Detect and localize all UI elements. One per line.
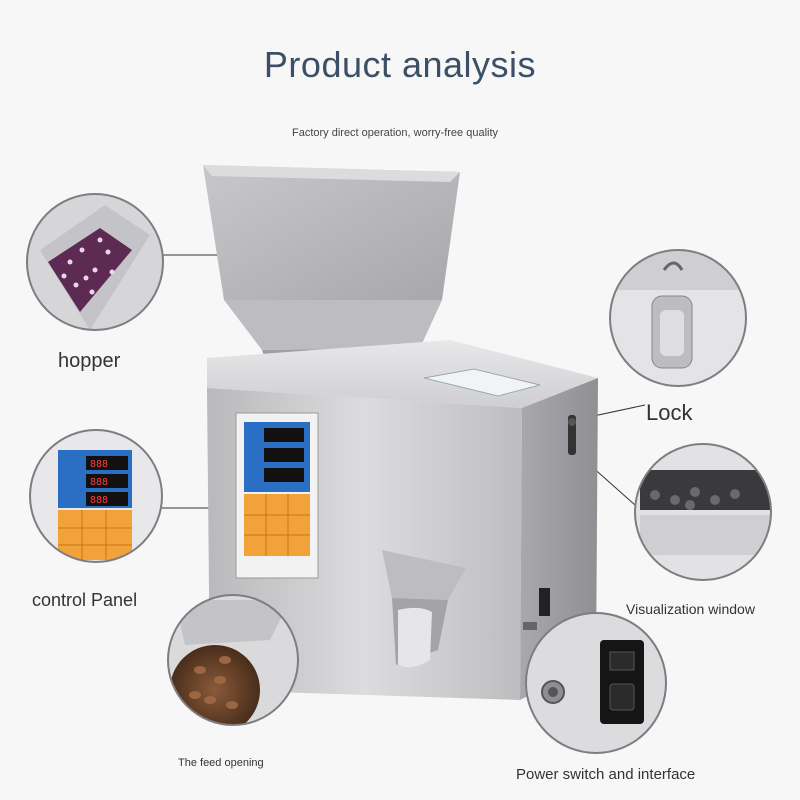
readout-3: 888 — [90, 495, 108, 506]
label-power-switch: Power switch and interface — [516, 766, 696, 783]
power-switch-detail-circle — [525, 612, 667, 754]
label-hopper: hopper — [58, 350, 121, 372]
label-lock: Lock — [646, 400, 693, 425]
top-window — [423, 368, 541, 397]
power-connector — [523, 622, 537, 630]
readout-1: 888 — [90, 459, 108, 470]
lock-latch — [568, 415, 576, 455]
readout-2: 888 — [90, 477, 108, 488]
hopper-illustration — [203, 165, 460, 374]
label-visualization-window: Visualization window — [626, 601, 755, 617]
lock-detail-circle — [609, 249, 747, 387]
power-box — [539, 588, 550, 616]
visualization-window-detail-circle — [634, 443, 772, 581]
hopper-detail-circle — [26, 193, 164, 331]
label-control-panel: control Panel — [32, 590, 138, 610]
feed-chute — [382, 550, 466, 668]
machine-control-panel — [235, 412, 319, 579]
control-panel-detail-circle: 888 888 888 — [29, 429, 163, 563]
page-title: Product analysis — [263, 44, 537, 85]
page-subtitle: Factory direct operation, worry-free qua… — [291, 127, 499, 139]
label-feed-opening: The feed opening — [178, 757, 264, 769]
feed-opening-detail-circle — [167, 594, 299, 726]
